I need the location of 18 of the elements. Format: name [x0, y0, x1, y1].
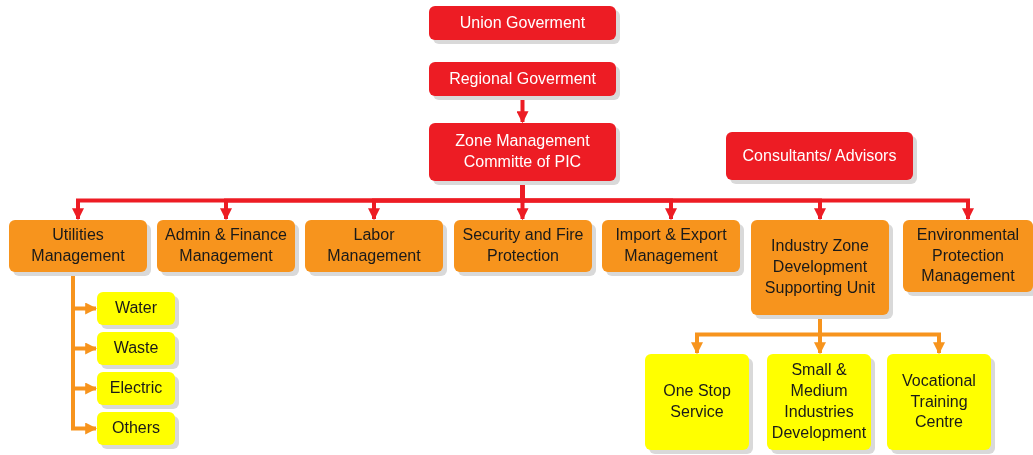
box-label: Regional Goverment	[449, 68, 596, 89]
box-label: One Stop Service	[662, 381, 732, 422]
box-label: Environmental Protection Management	[915, 224, 1021, 287]
box-label: Zone Management Committe of PIC	[454, 131, 591, 172]
box-label: Waste	[113, 338, 159, 359]
box-label: Utilities Management	[30, 225, 126, 266]
box-label: Small & Medium Industries Development	[771, 360, 867, 443]
box-label: Consultants/ Advisors	[742, 145, 897, 166]
box-label: Others	[112, 418, 160, 439]
box-label: Security and Fire Protection	[461, 225, 585, 266]
box-label: Water	[114, 298, 158, 319]
box-label: Admin & Finance Management	[164, 225, 288, 266]
box-label: Electric	[109, 378, 163, 399]
box-label: Vocational Training Centre	[901, 370, 977, 433]
box-label: Industry Zone Development Supporting Unit	[763, 236, 877, 298]
box-label: Labor Management	[326, 225, 422, 266]
box-label: Union Goverment	[459, 12, 586, 33]
box-label: Import & Export Management	[614, 225, 728, 266]
